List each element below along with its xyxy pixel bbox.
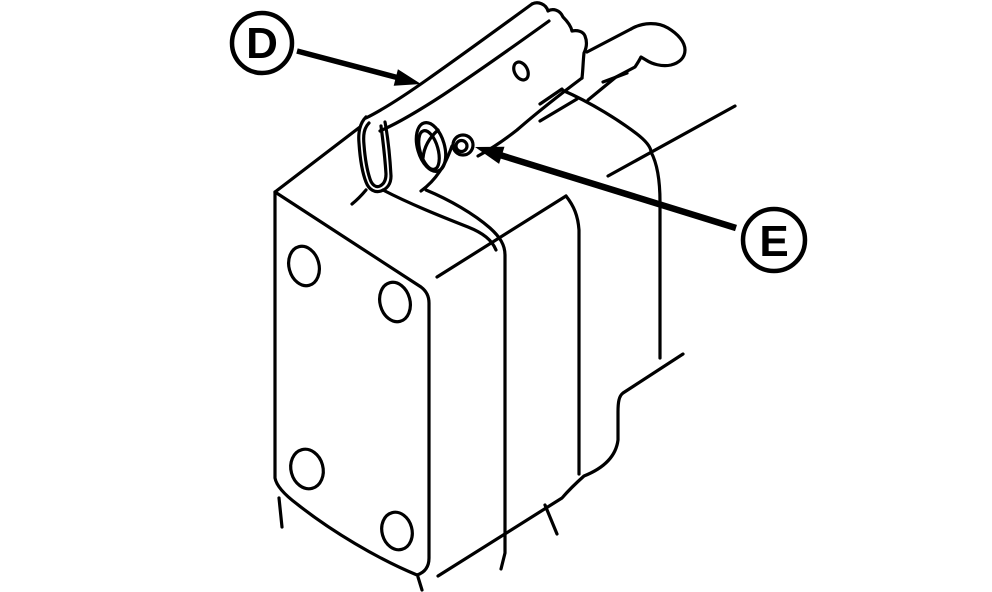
callout-e-circle bbox=[740, 206, 808, 274]
plate-top-back-edge bbox=[273, 125, 362, 194]
callout-d-circle bbox=[229, 10, 295, 76]
bracket-fold-line bbox=[378, 19, 551, 133]
callout-d-arrowhead bbox=[393, 69, 421, 86]
muffler-strap-edge-2 bbox=[538, 97, 579, 123]
hook-upper-line bbox=[585, 27, 633, 54]
bracket-bolt-hole-outer bbox=[451, 133, 475, 157]
bracket-oval-hole bbox=[512, 60, 530, 82]
muffler-right-crease bbox=[649, 150, 662, 360]
bracket-top-edge bbox=[364, 2, 534, 120]
muffler-front-left-edge bbox=[564, 194, 581, 476]
muffler-top-edge bbox=[606, 104, 737, 178]
plate-left-tick bbox=[277, 496, 284, 529]
callout-d: D bbox=[229, 10, 421, 86]
muffler-strap-edge-1 bbox=[538, 87, 564, 106]
callout-e-arrowhead bbox=[475, 146, 505, 164]
heat-shield-plate bbox=[273, 125, 431, 592]
callout-e-arrow-shaft bbox=[499, 151, 737, 232]
callout-d-label: D bbox=[246, 19, 278, 68]
support-column-inner-curve bbox=[381, 188, 498, 252]
hanger-hook bbox=[586, 22, 687, 102]
bracket-right-end bbox=[530, 1, 588, 80]
muffler-bottom-stub bbox=[543, 503, 559, 536]
plate-hole-bottom-left bbox=[289, 447, 325, 491]
callout-d-arrow-shaft bbox=[296, 48, 400, 81]
bracket-slot-inner bbox=[417, 129, 441, 171]
bracket-slot-slash bbox=[421, 128, 440, 160]
mounting-bracket bbox=[357, 1, 588, 194]
plate-hole-top-left bbox=[287, 244, 321, 288]
muffler-body bbox=[350, 22, 737, 578]
plate-outline bbox=[273, 190, 431, 577]
bracket-slot-outer bbox=[414, 121, 448, 173]
flange-bottom-tail bbox=[350, 188, 368, 206]
callout-e: E bbox=[475, 146, 808, 274]
callout-e-label: E bbox=[759, 217, 788, 266]
bracket-end-flange-inner bbox=[362, 121, 388, 189]
plate-bottom-tick bbox=[416, 575, 424, 592]
bracket-bolt-hole-inner bbox=[454, 138, 469, 154]
plate-hole-top-right bbox=[378, 280, 412, 324]
plate-hole-bottom-right bbox=[380, 510, 414, 552]
bracket-bottom-edge bbox=[476, 76, 584, 158]
bracket-end-flange-outer bbox=[357, 115, 393, 194]
muffler-top-left-curve bbox=[560, 88, 653, 153]
muffler-front-top-edge bbox=[435, 194, 568, 279]
muffler-lower-silhouette bbox=[436, 352, 685, 578]
support-column-edge bbox=[424, 188, 507, 571]
